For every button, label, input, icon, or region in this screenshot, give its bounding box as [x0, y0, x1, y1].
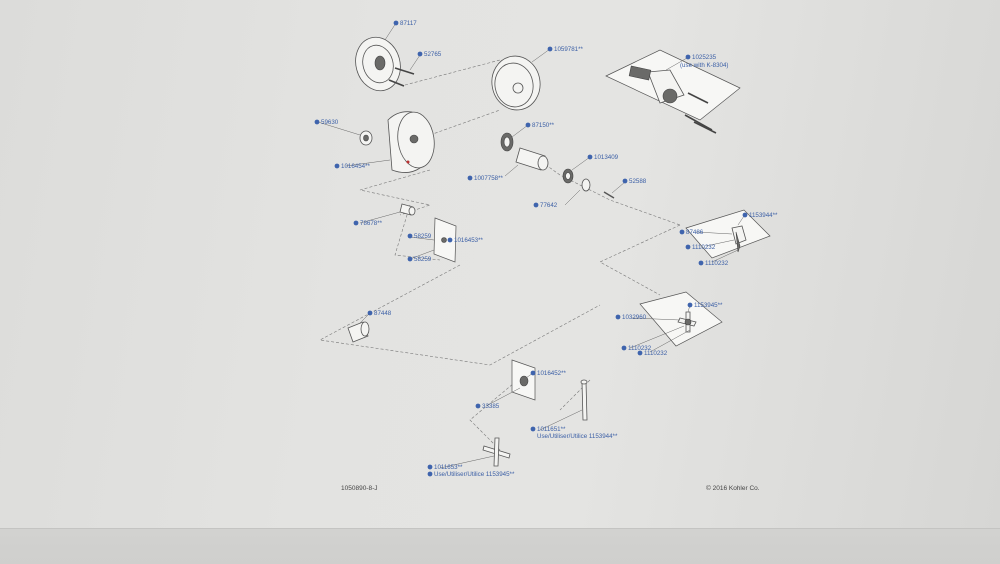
callout-58259-b: 58259: [414, 256, 432, 263]
part-1025235-valve-box: [605, 49, 741, 134]
callout-1011651-note: Use/Utiliser/Utilice 1153944**: [537, 433, 618, 440]
callout-87486: 87486: [686, 229, 704, 236]
callout-1016453: 1016453**: [454, 237, 483, 244]
part-1011653-cross-handle: [482, 437, 511, 467]
part-1153945-handle-box: [639, 291, 723, 347]
callout-77642: 77642: [540, 202, 558, 209]
part-1016454-housing: [387, 111, 435, 173]
part-87150-ring: [500, 132, 514, 152]
callout-1013409: 1013409: [594, 154, 619, 161]
part-1013409-cap: [562, 168, 574, 184]
callout-1011651: 1011651**: [537, 426, 566, 433]
callout-1011653-note: Use/Utiliser/Utilice 1153945**: [434, 471, 515, 478]
callout-1032960: 1032960: [622, 314, 647, 321]
callout-1016454: 1016454**: [341, 163, 370, 170]
paper-bottom-edge: [0, 528, 1000, 564]
assembly-guide-lines: [319, 59, 681, 451]
callout-1025235: 1025235: [692, 54, 717, 61]
callout-52588: 52588: [629, 178, 647, 185]
part-87448-sleeve: [347, 321, 370, 343]
callout-87448: 87448: [374, 310, 392, 317]
document-number: 1050890-8-J: [341, 485, 378, 492]
callout-1153945: 1153945**: [694, 302, 723, 309]
part-87117-escutcheon: [355, 36, 401, 92]
callout-1110232-c: 1110232: [628, 345, 652, 352]
part-1016452-plate: [511, 359, 536, 401]
part-77642-oring: [581, 178, 591, 192]
copyright-notice: © 2016 Kohler Co.: [706, 485, 760, 492]
part-1007758-sleeve: [515, 147, 549, 171]
callout-1153944: 1153944**: [749, 212, 778, 219]
callout-1007758: 1007758**: [474, 175, 503, 182]
part-52765-screws: [388, 67, 415, 87]
part-1011651-lever: [580, 379, 588, 421]
callout-1059781: 1059781**: [554, 46, 583, 53]
callout-87117: 87117: [400, 20, 417, 27]
callout-87150: 87150**: [532, 122, 555, 129]
callout-33385: 33385: [482, 403, 500, 410]
part-1016453-plate: [433, 217, 457, 263]
callout-1110232-a: 1110232: [692, 244, 716, 251]
callout-1025235-note: (use with K-8304): [680, 62, 729, 69]
callout-1016452: 1016452**: [537, 370, 566, 377]
callout-1110232-d: 1110232: [644, 350, 668, 357]
callout-labels: 87117 52765 1059781** 1025235 (use with …: [321, 20, 778, 478]
callout-markers: [314, 20, 748, 477]
callout-1110232-b: 1110232: [705, 260, 729, 267]
callout-59630: 59630: [321, 119, 339, 126]
callout-1011653: 1011653**: [434, 464, 463, 471]
callout-58259-a: 58259: [414, 233, 432, 240]
part-59630-washer: [359, 130, 373, 146]
part-52588-screw: [603, 191, 615, 199]
callout-52765: 52765: [424, 51, 442, 58]
part-1059781-cover-plate: [491, 55, 541, 111]
callout-78678: 78678**: [360, 220, 383, 227]
part-78678-bushing: [399, 203, 416, 216]
